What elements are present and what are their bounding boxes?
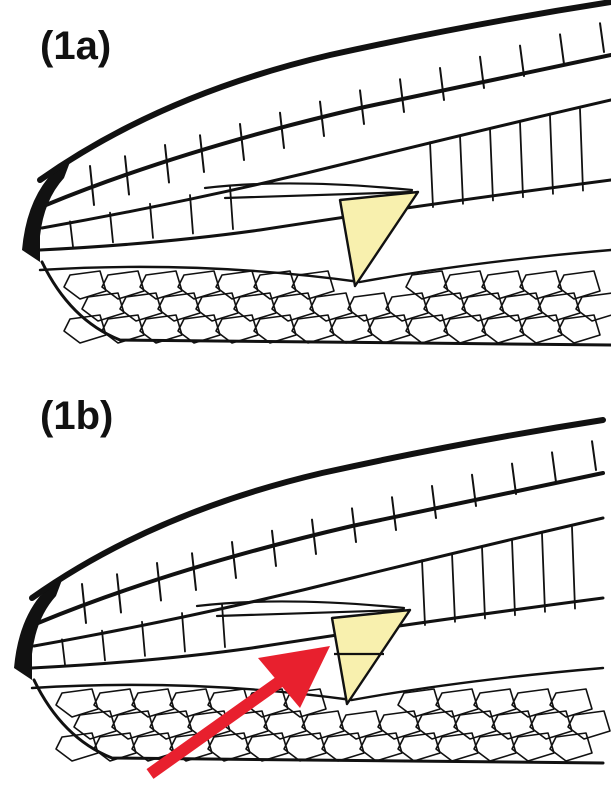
costa-vein [32,420,603,598]
cross-vein [142,622,145,656]
cross-vein [512,464,516,494]
cross-vein [552,452,556,482]
cubitus-vein [40,180,611,250]
cross-vein [560,34,564,64]
cross-vein [392,497,396,530]
costa-vein [40,2,611,180]
cross-vein [572,527,575,608]
cross-vein [102,631,105,661]
wing-cell [330,315,372,343]
cross-vein [157,563,161,601]
cross-vein [110,213,113,243]
cross-vein [200,135,204,172]
wing-cell [550,733,592,761]
wing-cell [474,733,516,761]
cross-vein [460,136,463,204]
wing-cell [208,733,250,761]
cross-vein [600,23,604,52]
cross-vein [192,553,196,590]
cross-vein [452,554,455,622]
wing-cell [284,733,326,761]
wing-cell [444,315,486,343]
wing-cell [398,733,440,761]
panel-label-1a: (1a) [40,24,111,69]
cross-vein [272,531,276,566]
cross-vein [490,129,493,201]
highlighted-triangle [332,610,410,704]
wing-cell [178,315,220,343]
cross-vein [240,124,244,160]
cross-vein [430,142,433,207]
cross-vein [550,116,553,194]
wing-cell [482,315,524,343]
cross-vein [440,68,444,100]
cross-vein [592,441,596,470]
wing-cell [246,733,288,761]
cross-vein [150,204,153,238]
wing-panel-1a: (1a) [0,0,611,396]
wing-veins [14,420,610,763]
radius-vein [38,473,603,623]
cross-vein [422,560,425,625]
media-vein [34,518,603,646]
arrow-head [258,646,330,708]
cross-vein [520,122,523,197]
cross-vein [222,604,225,647]
wing-cell [360,733,402,761]
cross-vein [280,113,284,148]
radius-vein [46,55,611,205]
media-vein [42,100,611,228]
cross-vein [520,46,524,76]
cross-vein [482,547,485,619]
cross-vein [542,534,545,612]
wing-cell [254,315,296,343]
cross-vein [432,486,436,518]
wing-1b [14,420,610,763]
wing-cell [520,315,562,343]
cross-vein [70,221,73,246]
cross-vein [230,186,233,229]
wing-cell [436,733,478,761]
wing-cell [216,315,258,343]
cross-vein [62,639,65,664]
cross-vein [512,540,515,615]
wing-cell [558,315,600,343]
wing-cell [292,315,334,343]
panel-label-1b: (1b) [40,394,113,439]
highlighted-triangle [340,192,418,286]
cross-vein [232,542,236,578]
wing-cell [368,315,410,343]
wing-cell [406,315,448,343]
wing-cell [322,733,364,761]
wing-panel-1b: (1b) [0,396,611,792]
wing-cell [512,733,554,761]
cross-vein [165,145,169,183]
cross-vein [182,613,185,652]
cross-vein [190,195,193,234]
cross-vein [580,109,583,190]
cross-vein [400,79,404,112]
wing-drawing-1b [0,396,611,792]
